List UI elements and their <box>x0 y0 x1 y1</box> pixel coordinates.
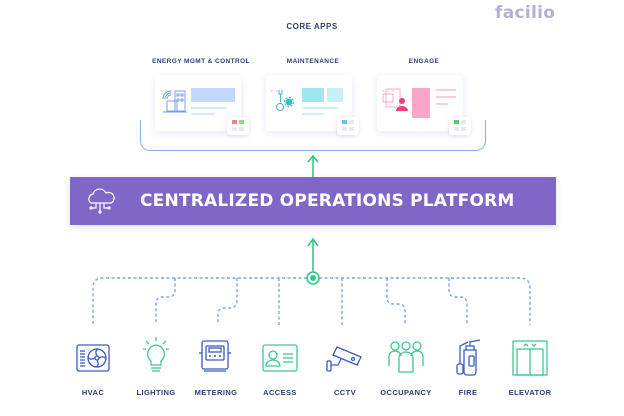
arrow-up-icon <box>307 154 319 177</box>
app-badge-maintenance <box>337 117 359 135</box>
device-bus-lines <box>92 277 531 325</box>
device-label-access: ACCESS <box>263 388 297 397</box>
app-card-engage[interactable] <box>377 75 463 131</box>
lightbulb-icon[interactable] <box>140 335 172 375</box>
fire-extinguisher-icon[interactable] <box>450 338 486 376</box>
people-screen-icon <box>382 88 408 111</box>
facilio-logo: facilio <box>495 3 556 23</box>
hub-node-icon <box>306 271 320 285</box>
device-label-occupancy: OCCUPANCY <box>380 388 432 397</box>
app-badge-engage <box>449 117 471 135</box>
meter-icon[interactable] <box>198 339 232 375</box>
arrow-up-icon <box>307 237 319 272</box>
centralized-platform-bar <box>70 177 556 225</box>
platform-title: CENTRALIZED OPERATIONS PLATFORM <box>140 191 515 211</box>
device-label-fire: FIRE <box>458 388 478 397</box>
device-label-hvac: HVAC <box>81 388 105 397</box>
app-badge-energy <box>227 117 249 135</box>
hvac-fan-icon[interactable] <box>76 343 110 373</box>
cctv-camera-icon[interactable] <box>325 343 363 373</box>
app-label-energy: ENERGY MGMT & CONTROL <box>152 58 250 65</box>
app-label-engage: ENGAGE <box>408 58 440 65</box>
device-label-metering: METERING <box>194 388 238 397</box>
id-card-icon[interactable] <box>262 344 298 372</box>
device-label-lighting: LIGHTING <box>136 388 176 397</box>
energy-building-icon <box>162 90 187 113</box>
app-card-energy[interactable] <box>155 75 241 131</box>
core-apps-title: CORE APPS <box>286 22 338 31</box>
core-apps-bracket <box>140 120 486 151</box>
people-group-icon[interactable] <box>386 338 426 376</box>
app-label-maintenance: MAINTENANCE <box>286 58 340 65</box>
elevator-icon[interactable] <box>512 340 548 376</box>
cloud-network-icon <box>88 188 115 214</box>
device-label-elevator: ELEVATOR <box>508 388 552 397</box>
wrench-gear-icon <box>276 90 294 111</box>
device-label-cctv: CCTV <box>333 388 357 397</box>
